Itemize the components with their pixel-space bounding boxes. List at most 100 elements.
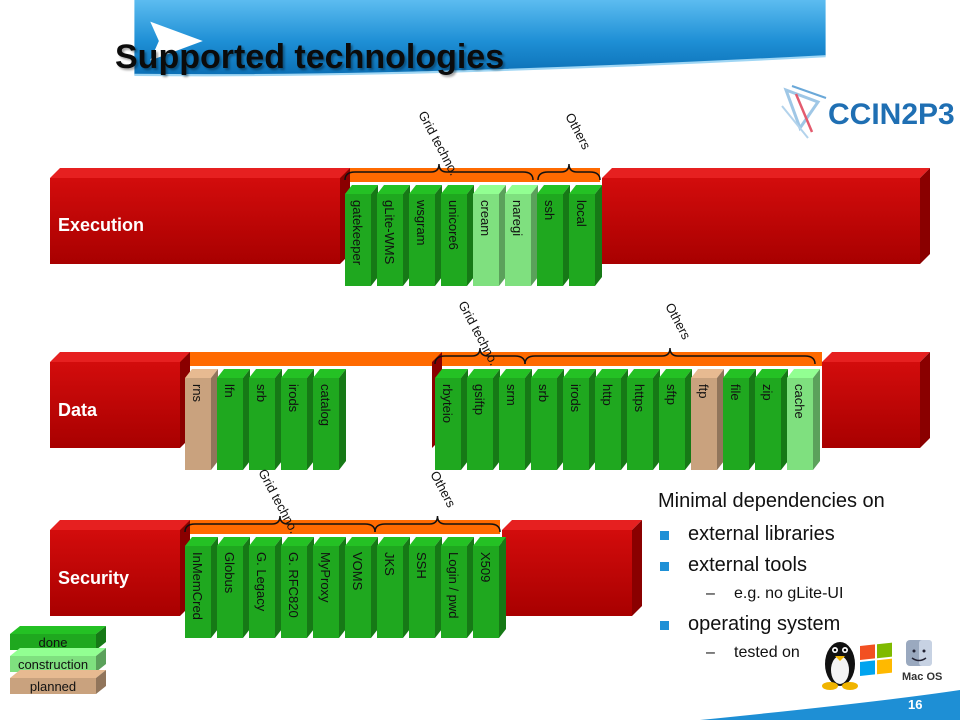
technology-label: rbyteio: [440, 384, 455, 423]
column-top: [499, 369, 532, 378]
column-front: [723, 378, 749, 470]
technology-label: SSH: [414, 552, 429, 579]
technology-label: local: [574, 200, 589, 227]
group-label: Others: [427, 468, 459, 510]
technology-column: srb: [531, 369, 564, 470]
column-front: [313, 378, 339, 470]
column-front: [473, 546, 499, 638]
technology-column: G. RFC820: [281, 537, 314, 638]
column-top: [249, 369, 282, 378]
execution-bar-right: [602, 168, 930, 264]
column-side: [461, 369, 468, 470]
column-front: [537, 194, 563, 286]
header-band: [134, 0, 826, 77]
technology-column: lfn: [217, 369, 250, 470]
technology-column: gatekeeper: [345, 185, 378, 286]
legend-label: construction: [18, 657, 88, 672]
column-front: [185, 378, 211, 470]
group-label-text: Others: [562, 110, 594, 152]
technology-column: catalog: [313, 369, 346, 470]
column-side: [621, 369, 628, 470]
column-side: [589, 369, 596, 470]
sub-bullet-text: tested on: [734, 644, 800, 661]
column-top: [755, 369, 788, 378]
macos-label: Mac OS: [902, 671, 942, 683]
technology-label: rns: [190, 384, 205, 403]
technology-label: zip: [760, 384, 775, 401]
technology-column: ssh: [537, 185, 570, 286]
group-brace: [537, 163, 601, 181]
technology-column: rns: [185, 369, 218, 470]
technology-column: srb: [249, 369, 282, 470]
column-front: [505, 194, 531, 286]
group-label: Others: [662, 300, 694, 342]
technology-column: http: [595, 369, 628, 470]
technology-label: Login / pwd: [446, 552, 461, 619]
layer-backdrop: [180, 520, 500, 534]
column-front: [409, 546, 435, 638]
column-front: [441, 194, 467, 286]
technology-column: cache: [787, 369, 820, 470]
column-front: [313, 546, 339, 638]
technology-label: https: [632, 384, 647, 413]
macos-icon: Mac OS: [902, 640, 942, 683]
sub-bullet-item: e.g. no gLite-UI: [658, 585, 958, 603]
bullet-item: external libraries: [658, 523, 958, 546]
column-top: [473, 537, 506, 546]
column-side: [653, 369, 660, 470]
technology-column: SSH: [409, 537, 442, 638]
technology-label: sftp: [664, 384, 679, 405]
column-top: [249, 537, 282, 546]
column-side: [211, 369, 218, 470]
column-top: [627, 369, 660, 378]
column-side: [467, 537, 474, 638]
technology-column: irods: [281, 369, 314, 470]
group-brace: [374, 515, 501, 533]
column-side: [403, 537, 410, 638]
column-side: [371, 185, 378, 286]
column-top: [377, 537, 410, 546]
column-top: [409, 185, 442, 194]
column-top: [313, 537, 346, 546]
bullet-item: external tools: [658, 554, 958, 577]
column-side: [525, 369, 532, 470]
group-label: Others: [562, 110, 594, 152]
column-front: [563, 378, 589, 470]
column-front: [281, 378, 307, 470]
group-brace: [344, 163, 534, 181]
column-front: [467, 378, 493, 470]
sub-bullet-item: tested on: [658, 644, 958, 662]
technology-column: local: [569, 185, 602, 286]
technology-label: file: [728, 384, 743, 401]
column-side: [243, 369, 250, 470]
layer-label: Data: [58, 400, 98, 420]
group-brace: [524, 347, 816, 365]
ccin2p3-logo-icon: [781, 85, 827, 139]
column-side: [813, 369, 820, 470]
technology-column: Globus: [217, 537, 250, 638]
column-top: [185, 537, 218, 546]
column-side: [211, 537, 218, 638]
arrow-logo-icon: [150, 21, 203, 61]
column-front: [217, 546, 243, 638]
technology-label: gLite-WMS: [382, 200, 397, 265]
column-top: [217, 369, 250, 378]
technology-column: zip: [755, 369, 788, 470]
footer-band: [700, 690, 960, 720]
technology-label: lfn: [222, 384, 237, 398]
layer-backdrop: [338, 168, 600, 182]
technology-label: naregi: [510, 200, 525, 236]
column-front: [627, 378, 653, 470]
column-side: [307, 369, 314, 470]
technology-label: gsiftp: [472, 384, 487, 415]
technology-column: sftp: [659, 369, 692, 470]
technology-column: JKS: [377, 537, 410, 638]
column-top: [569, 185, 602, 194]
layer-backdrop: [180, 352, 430, 366]
column-front: [377, 194, 403, 286]
column-top: [505, 185, 538, 194]
column-front: [531, 378, 557, 470]
legend-item: construction: [10, 648, 106, 672]
